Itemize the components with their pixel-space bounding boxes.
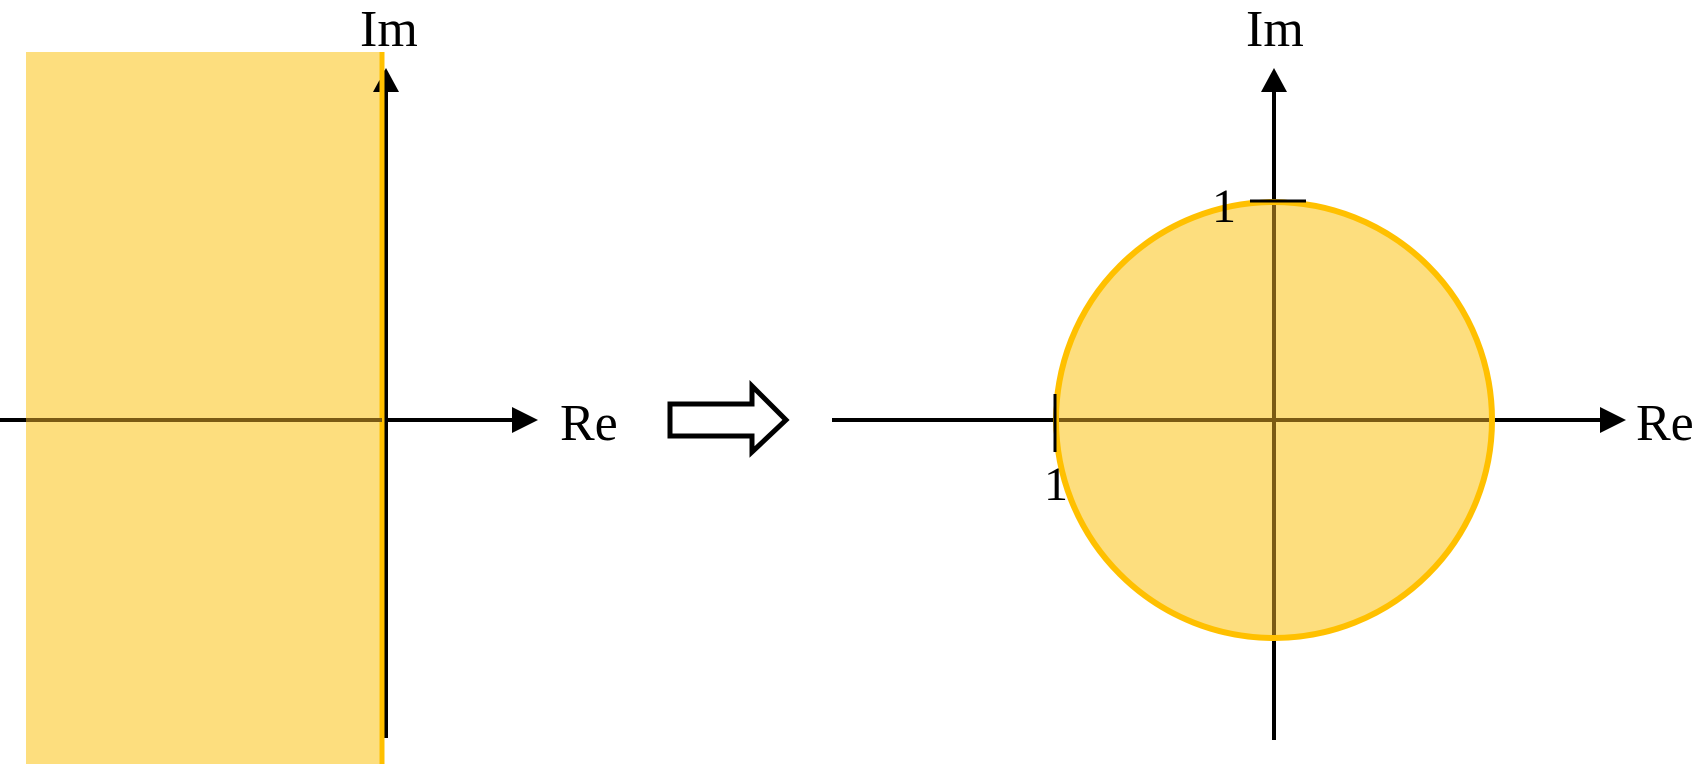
right-plane: Im Re 1 1 <box>832 1 1694 740</box>
hollow-right-arrow-icon <box>667 379 790 458</box>
right-im-axis-arrowhead <box>1261 68 1287 92</box>
right-im-tick-label: 1 <box>1212 180 1236 233</box>
left-half-plane-region <box>26 52 384 764</box>
left-re-label: Re <box>560 395 618 452</box>
right-re-axis-arrowhead <box>1600 407 1626 433</box>
right-re-label: Re <box>1636 395 1694 452</box>
left-re-axis-arrowhead <box>512 407 538 433</box>
left-im-label: Im <box>360 1 418 58</box>
right-im-label: Im <box>1246 1 1304 58</box>
right-re-tick-label: 1 <box>1044 458 1068 511</box>
left-plane: Im Re <box>0 1 618 764</box>
